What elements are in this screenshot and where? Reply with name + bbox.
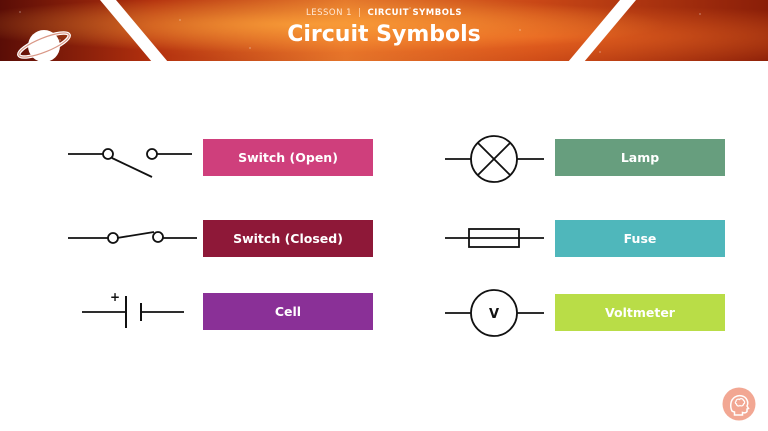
voltmeter-v-letter: V (489, 307, 499, 322)
label-voltmeter-text: Voltmeter (605, 305, 675, 320)
planet-icon (17, 30, 71, 61)
cell-positive-sign: + (110, 290, 120, 304)
label-switch-closed: Switch (Closed) (203, 220, 373, 257)
label-switch-open: Switch (Open) (203, 139, 373, 176)
label-voltmeter: Voltmeter (555, 294, 725, 331)
label-switch-closed-text: Switch (Closed) (233, 231, 343, 246)
label-lamp: Lamp (555, 139, 725, 176)
lesson-number: LESSON 1 (306, 8, 353, 18)
label-lamp-text: Lamp (620, 150, 660, 165)
page-title: Circuit Symbols (287, 22, 481, 47)
label-fuse: Fuse (555, 220, 725, 257)
brain-head-icon (722, 387, 756, 421)
header-banner: LESSON 1 | CIRCUIT SYMBOLS Circuit Symbols (0, 0, 768, 61)
cell-symbol: + (82, 290, 184, 328)
fuse-symbol (445, 228, 544, 248)
label-cell: Cell (203, 293, 373, 330)
label-switch-open-text: Switch (Open) (238, 150, 338, 165)
breadcrumb-separator: | (358, 8, 362, 18)
lesson-breadcrumb: LESSON 1 | CIRCUIT SYMBOLS (0, 8, 768, 18)
label-fuse-text: Fuse (623, 231, 657, 246)
voltmeter-symbol: V (445, 289, 544, 337)
label-cell-text: Cell (274, 304, 302, 319)
lesson-topic: CIRCUIT SYMBOLS (367, 8, 462, 18)
open-switch-symbol (68, 148, 192, 178)
lamp-symbol (445, 135, 544, 183)
closed-switch-symbol (68, 231, 197, 244)
